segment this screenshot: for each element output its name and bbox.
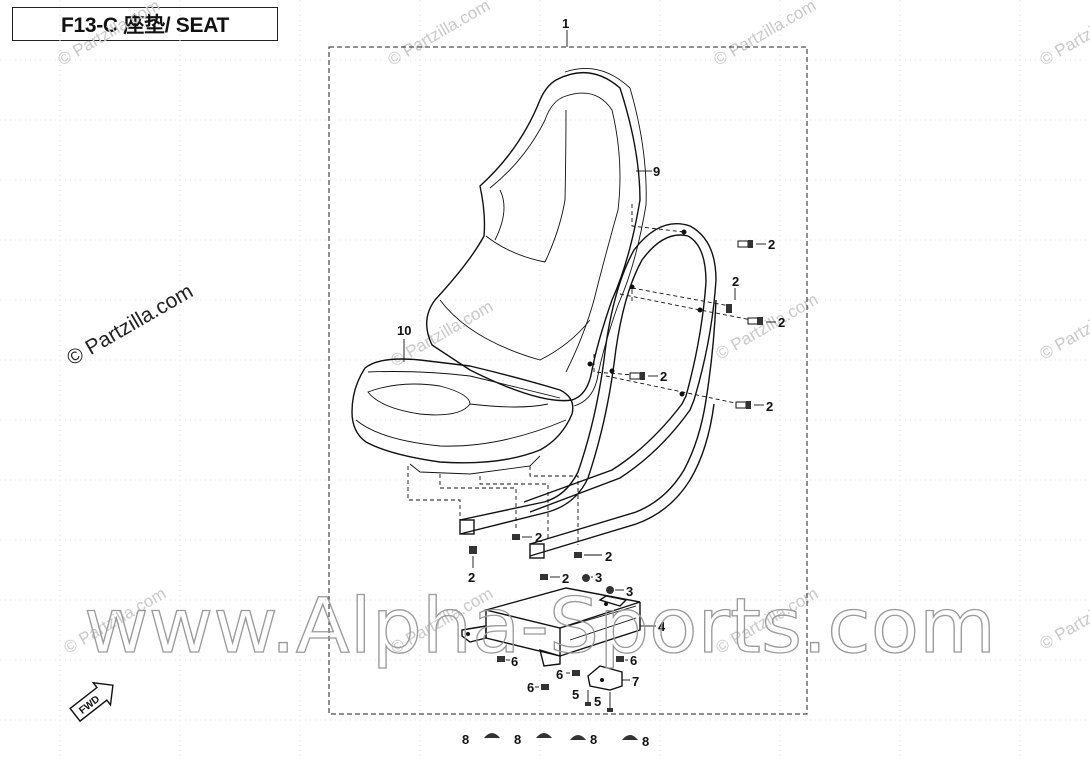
callout-bolt: 2 <box>605 549 612 564</box>
forward-direction-icon: FWD <box>69 681 114 723</box>
base-bracket <box>461 587 641 667</box>
callout-grommet: 8 <box>642 734 649 749</box>
callout-nut: 3 <box>595 570 602 585</box>
callout-bolt: 2 <box>468 570 475 585</box>
callout-grommet: 8 <box>462 732 469 747</box>
watermark-small: © Partzilla.com <box>1037 290 1090 364</box>
callout-bracket: 4 <box>658 619 666 634</box>
callout-bolt: 2 <box>766 399 773 414</box>
watermark-small: © Partzilla.com <box>713 290 822 364</box>
nut-icon <box>606 586 614 594</box>
bolts-group: 2 2 2 2 2 2 2 2 2 <box>468 237 785 586</box>
assembly-guides <box>407 204 753 545</box>
bolt-icon <box>747 317 776 325</box>
callout-cushion: 10 <box>397 323 411 338</box>
bolt-icon <box>737 240 766 248</box>
callout-nut: 3 <box>626 584 633 599</box>
grommet-icon <box>484 733 500 738</box>
washer-icon <box>572 670 580 676</box>
callout-plate: 7 <box>632 674 639 689</box>
callout-frame: 9 <box>653 164 660 179</box>
bolt-icon <box>726 288 736 313</box>
bolt-icon <box>469 546 477 568</box>
small-plate <box>587 665 623 691</box>
diagram-title: F13-C 座垫/ SEAT <box>60 14 230 37</box>
watermark-partzilla: © Partzilla.com <box>63 280 197 371</box>
callout-bolt: 2 <box>535 530 542 545</box>
watermark-alpha-sports: www.Alpha-Sports.com <box>84 581 996 670</box>
bolt-icon <box>629 372 658 380</box>
washer-icon <box>497 656 505 662</box>
washers-group: 6 6 6 6 <box>497 653 637 695</box>
callout-bolt: 2 <box>660 369 667 384</box>
washer-icon <box>541 684 549 690</box>
diagram-title-box: F13-C 座垫/ SEAT <box>12 7 278 41</box>
grommet-icon <box>622 735 638 740</box>
callout-small-bolt: 5 <box>594 694 601 709</box>
callout-washer: 6 <box>511 654 518 669</box>
callout-grommet: 8 <box>590 732 597 747</box>
callout-small-bolt: 5 <box>572 687 579 702</box>
watermark-small: © Partzilla.com <box>1037 580 1090 654</box>
bolt-icon <box>512 534 532 540</box>
callout-bolt: 2 <box>778 315 785 330</box>
watermark-small: © Partzilla.com <box>711 0 820 69</box>
callout-bolt: 2 <box>732 274 739 289</box>
watermark-small: © Partzilla.com <box>385 0 494 69</box>
grommet-icon <box>570 735 586 740</box>
assembly-dashed-box <box>328 46 808 715</box>
nut-icon <box>582 574 590 582</box>
callout-washer: 6 <box>630 653 637 668</box>
nuts-group: 3 3 <box>582 570 633 599</box>
small-bolts-group: 5 5 <box>572 687 613 712</box>
callout-bolt: 2 <box>768 237 775 252</box>
grommet-icon <box>536 733 552 738</box>
callout-bolt: 2 <box>562 571 569 586</box>
watermark-small: © Partzilla.com <box>1037 0 1090 69</box>
callout-assembly: 1 <box>562 16 569 31</box>
callout-washer: 6 <box>527 680 534 695</box>
watermark-small: © Partzilla.com <box>55 0 164 69</box>
seat-cushion <box>351 358 574 475</box>
bolt-icon <box>574 552 602 558</box>
callout-grommet: 8 <box>514 732 521 747</box>
seat-frame <box>459 223 717 559</box>
seat-back <box>426 67 647 407</box>
washer-icon <box>616 656 624 662</box>
bolt-icon <box>735 401 764 409</box>
bolt-icon <box>540 574 560 580</box>
callout-washer: 6 <box>556 667 563 682</box>
small-watermarks: © Partzilla.com © Partzilla.com © Partzi… <box>55 0 1090 657</box>
grommets-group: 8 8 8 8 <box>462 732 649 749</box>
